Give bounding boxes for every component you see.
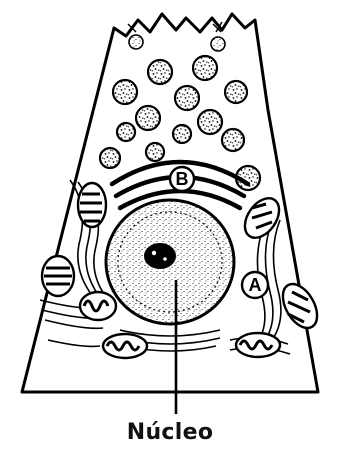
granule: [175, 86, 199, 110]
granule: [222, 129, 244, 151]
granule: [136, 106, 160, 130]
granule: [117, 123, 135, 141]
nucleus-caption: Núcleo: [0, 420, 340, 445]
mitochondrion: [236, 333, 280, 357]
mitochondrion: [103, 334, 147, 358]
label-b: B: [176, 169, 189, 189]
nucleolus: [144, 243, 176, 269]
granule: [146, 143, 164, 161]
granule: [173, 125, 191, 143]
granule: [198, 110, 222, 134]
granule: [193, 56, 217, 80]
mitochondrion: [78, 183, 106, 227]
mitochondrion: [42, 256, 74, 296]
label-a: A: [249, 275, 262, 295]
granule: [148, 60, 172, 84]
mitochondrion: [80, 292, 116, 320]
granule: [100, 148, 120, 168]
granule: [225, 81, 247, 103]
granule: [113, 80, 137, 104]
